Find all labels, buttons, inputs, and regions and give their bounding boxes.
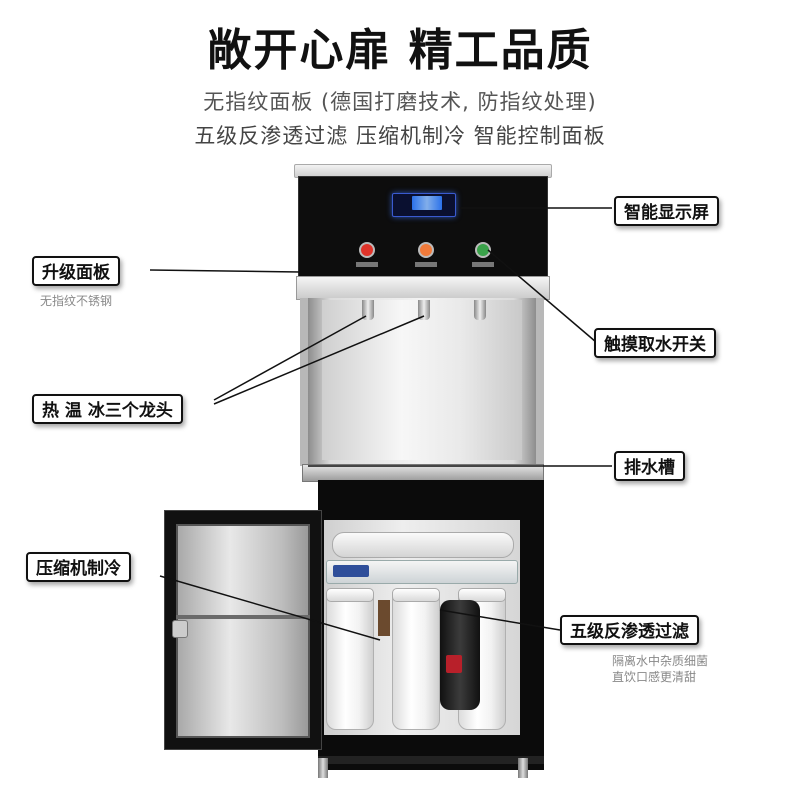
hot-water-button[interactable] bbox=[359, 242, 375, 258]
foot bbox=[518, 758, 528, 778]
callout-smart-display: 智能显示屏 bbox=[614, 196, 719, 226]
cold-button-tag bbox=[472, 262, 494, 267]
filter-cap bbox=[458, 588, 506, 602]
note-five-stage-1: 隔离水中杂质细菌 bbox=[612, 654, 709, 668]
filter-canister bbox=[326, 588, 374, 730]
faucet-bar bbox=[296, 276, 550, 300]
filter-cap bbox=[326, 588, 374, 602]
warm-button-tag bbox=[415, 262, 437, 267]
door-seam bbox=[176, 615, 310, 619]
base-frame bbox=[318, 756, 544, 764]
display-digits bbox=[412, 196, 442, 210]
water-pipe bbox=[378, 600, 390, 636]
note-five-stage-2: 直饮口感更清甜 bbox=[612, 670, 697, 684]
subtitle-features: 五级反渗透过滤 压缩机制冷 智能控制面板 bbox=[194, 124, 606, 148]
headline: 敞开心扉 精工品质 bbox=[207, 25, 593, 76]
door-inner-panel bbox=[176, 524, 310, 738]
ro-membrane-housing bbox=[332, 532, 514, 558]
callout-upgrade-panel: 升级面板 bbox=[32, 256, 120, 286]
filter-canister bbox=[392, 588, 440, 730]
cold-water-button[interactable] bbox=[475, 242, 491, 258]
warm-water-button[interactable] bbox=[418, 242, 434, 258]
callout-three-taps: 热 温 冰三个龙头 bbox=[32, 394, 183, 424]
warm-tap bbox=[418, 300, 430, 320]
subtitle-fingerprint-free: 无指纹面板 (德国打磨技术, 防指纹处理) bbox=[203, 90, 597, 114]
note-upgrade-panel: 无指纹不锈钢 bbox=[40, 294, 113, 308]
filter-cap bbox=[392, 588, 440, 602]
foot bbox=[318, 758, 328, 778]
brand-logo-badge bbox=[333, 565, 369, 577]
callout-five-stage-filter: 五级反渗透过滤 bbox=[560, 615, 699, 645]
cold-tap bbox=[474, 300, 486, 320]
hot-tap bbox=[362, 300, 374, 320]
callout-drain: 排水槽 bbox=[614, 451, 685, 481]
callout-compressor: 压缩机制冷 bbox=[26, 552, 131, 582]
alcove-back-panel bbox=[322, 300, 522, 460]
filter-bracket bbox=[326, 560, 518, 584]
compressor-label bbox=[446, 655, 462, 673]
hot-button-tag bbox=[356, 262, 378, 267]
callout-touch-switch: 触摸取水开关 bbox=[594, 328, 716, 358]
door-lock-icon[interactable] bbox=[172, 620, 188, 638]
